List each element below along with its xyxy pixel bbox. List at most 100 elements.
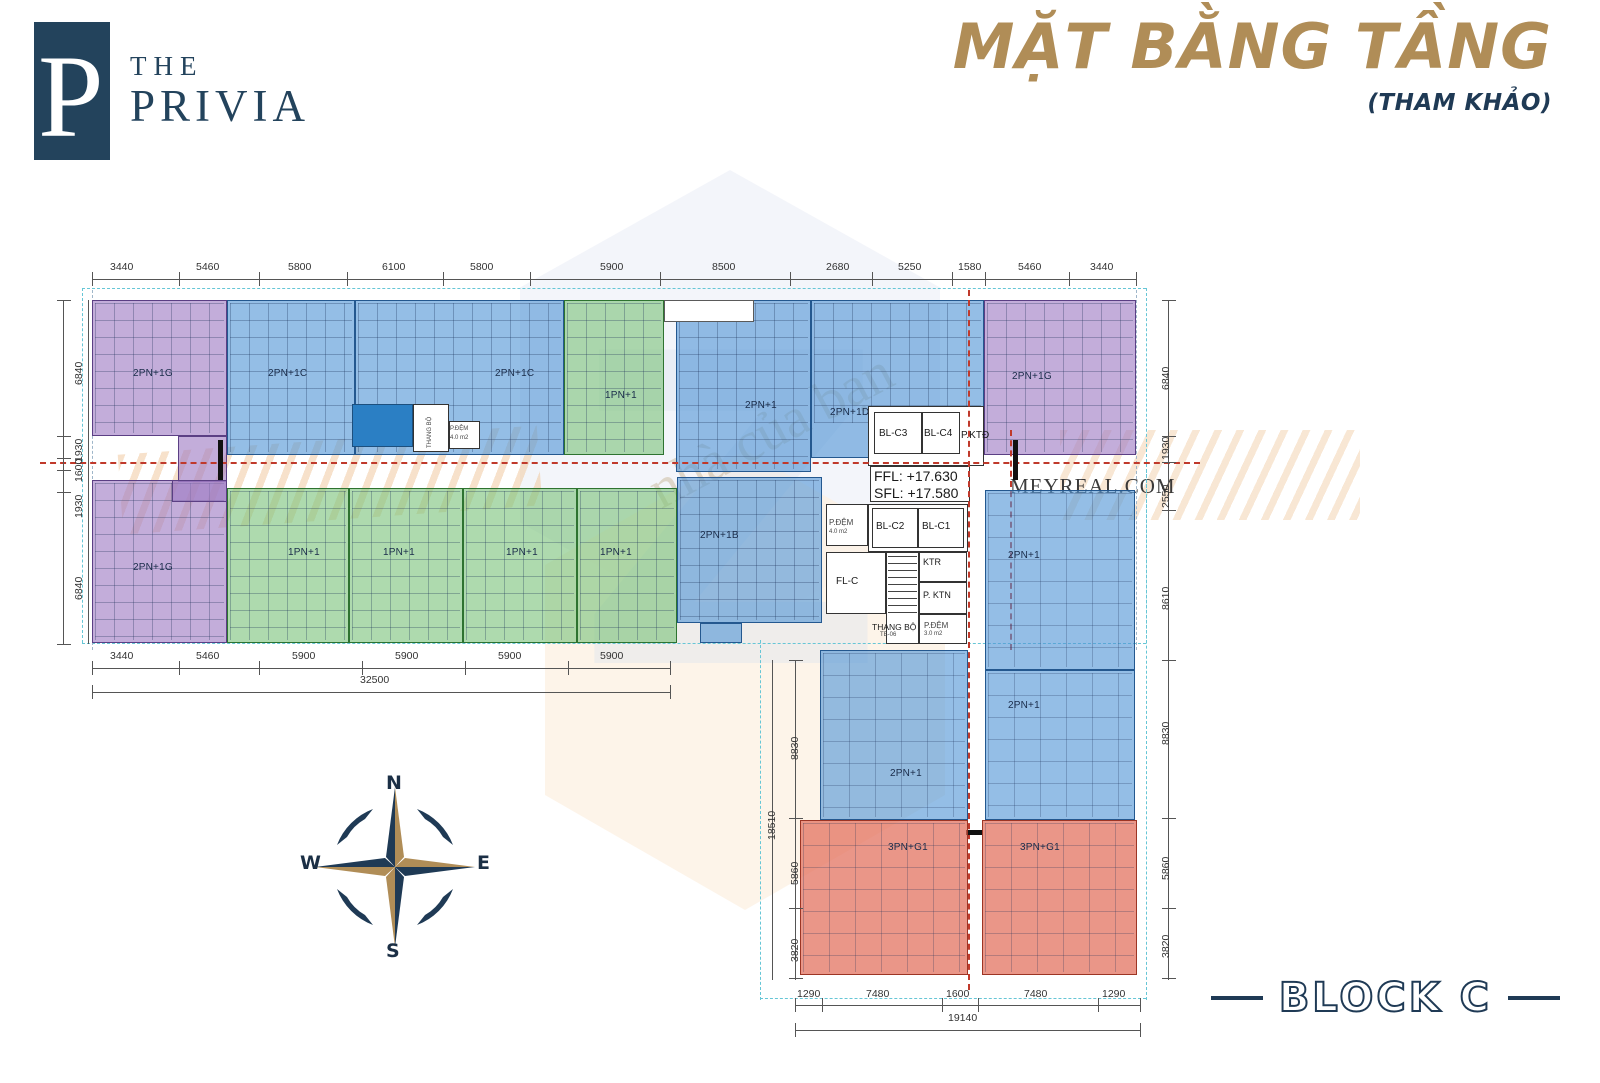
dim-tick — [789, 978, 803, 979]
dim-label-right: 8610 — [1160, 586, 1172, 610]
dim-label-left: 6840 — [73, 361, 85, 385]
brand-text: THE PRIVIA — [130, 51, 310, 132]
unit-label: 1PN+1 — [506, 547, 538, 558]
dim-tick — [1162, 300, 1176, 301]
pktn-label: P. KTN — [923, 590, 951, 600]
unit-block[interactable] — [676, 300, 811, 472]
unit-block[interactable] — [577, 488, 677, 643]
dim-tick — [92, 272, 93, 286]
unit-block[interactable] — [172, 480, 227, 502]
dim-tick — [1140, 998, 1141, 1012]
dim-tick — [1162, 908, 1176, 909]
dim-tick — [822, 998, 823, 1012]
unit-block[interactable] — [820, 650, 968, 820]
dim-tick — [57, 470, 71, 471]
unit-block[interactable] — [984, 300, 1136, 455]
compass-south-label: S — [386, 940, 400, 962]
dim-tick — [660, 272, 661, 286]
dim-tick — [978, 998, 979, 1012]
pdem-label: P.ĐỆM — [450, 426, 469, 432]
level-annotation-box — [870, 466, 970, 502]
dim-tick — [1136, 272, 1137, 286]
dim-tick — [57, 492, 71, 493]
unit-label: 2PN+1G — [1012, 371, 1052, 382]
page-subtitle: (THAM KHẢO) — [1367, 90, 1552, 116]
dim-label-top: 6100 — [382, 261, 406, 273]
dim-tick — [57, 436, 71, 437]
dim-line-top — [92, 279, 1136, 280]
unit-block[interactable] — [700, 623, 742, 643]
boundary-line — [760, 640, 761, 1000]
unit-highlight-block[interactable] — [352, 404, 413, 447]
pdem-box — [826, 504, 868, 546]
dim-tick — [942, 998, 943, 1012]
dim-label-wing-bottom: 1290 — [1102, 988, 1126, 1000]
wall-bar — [966, 830, 982, 835]
unit-block[interactable] — [982, 820, 1137, 975]
unit-block[interactable] — [677, 477, 822, 623]
dim-label-wing-left: 3820 — [789, 938, 801, 962]
flc-box — [826, 552, 886, 614]
core-room-label: BL-C1 — [922, 521, 951, 532]
dim-tick — [530, 272, 531, 286]
dim-label-wing-bottom: 7480 — [1024, 988, 1048, 1000]
unit-label: 2PN+1D — [830, 407, 870, 418]
pdem-label: P.ĐỆM — [829, 518, 854, 527]
dim-label-top: 3440 — [110, 261, 134, 273]
unit-label: 3PN+G1 — [1020, 842, 1060, 853]
dim-tick — [362, 661, 363, 675]
dim-label-wing-right: 8830 — [1160, 721, 1172, 745]
unit-label: 2PN+1 — [745, 400, 777, 411]
dim-tick — [1162, 978, 1176, 979]
unit-block[interactable] — [985, 490, 1135, 670]
dim-label-wing-bottom-total: 19140 — [948, 1012, 978, 1024]
axis-line-vertical — [968, 290, 970, 990]
dim-line-left-inner — [88, 300, 89, 644]
unit-block[interactable] — [463, 488, 577, 643]
unit-block[interactable] — [349, 488, 463, 643]
dim-tick — [92, 661, 93, 675]
boundary-line — [82, 288, 1146, 289]
dim-label-top: 5460 — [1018, 261, 1042, 273]
dim-tick — [179, 272, 180, 286]
dim-line-wing-right — [1168, 660, 1169, 980]
dim-label-wing-bottom: 1600 — [946, 988, 970, 1000]
unit-block[interactable] — [800, 820, 968, 975]
stair-treads — [888, 556, 917, 616]
pdem-box — [919, 614, 967, 644]
dim-tick — [259, 661, 260, 675]
unit-block[interactable] — [564, 300, 664, 455]
core-room — [918, 508, 964, 548]
axis-line-horizontal — [40, 462, 1200, 464]
core-room-label: BL-C3 — [879, 428, 908, 439]
dim-tick — [465, 661, 466, 675]
dim-tick — [1162, 660, 1176, 661]
unit-label: 1PN+1 — [605, 390, 637, 401]
core-room-label: P.KTĐ — [961, 430, 990, 441]
unit-block[interactable] — [227, 300, 355, 455]
dim-tick — [985, 272, 986, 286]
unit-block[interactable] — [985, 670, 1135, 820]
brand-line-the: THE — [130, 50, 204, 81]
dim-label-top: 5800 — [288, 261, 312, 273]
unit-block[interactable] — [227, 488, 349, 643]
unit-label: 2PN+1B — [700, 530, 739, 541]
boundary-line — [1146, 288, 1147, 643]
dim-label-top: 8500 — [712, 261, 736, 273]
pdem-area: 4.0 m2 — [829, 529, 848, 535]
core-room-label: BL-C4 — [924, 428, 953, 439]
unit-label: 2PN+1 — [1008, 700, 1040, 711]
compass-east-label: E — [477, 852, 490, 874]
grid-line — [92, 290, 93, 650]
dim-tick — [789, 818, 803, 819]
core-room — [874, 412, 922, 454]
dim-label-right: 2550 — [1160, 484, 1172, 508]
dim-label-bottom: 5900 — [395, 650, 419, 662]
dim-line-wing-bottom-total — [795, 1030, 1140, 1031]
unit-label: 3PN+G1 — [888, 842, 928, 853]
unit-block[interactable] — [92, 480, 227, 643]
dim-label-right: 1930 — [1160, 436, 1172, 460]
stair-code: TB-06 — [880, 632, 897, 638]
unit-block[interactable] — [92, 300, 227, 436]
dim-tick — [1162, 510, 1176, 511]
